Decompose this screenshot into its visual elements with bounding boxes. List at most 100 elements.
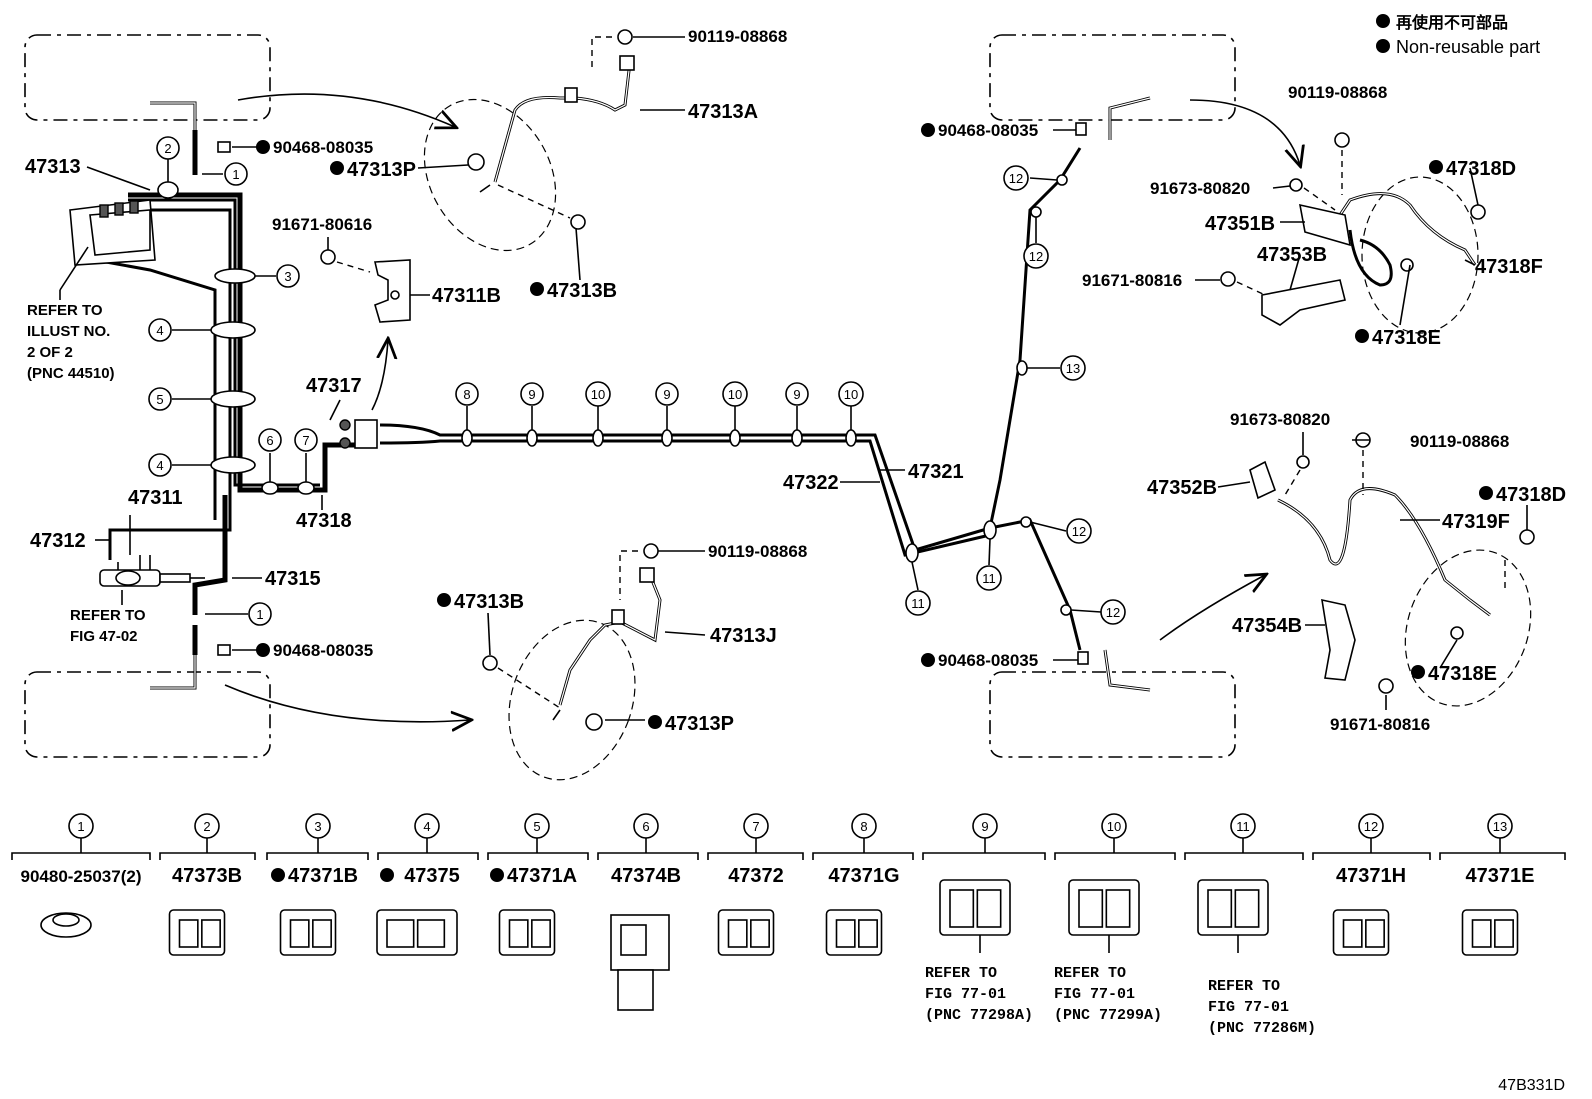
callout-9: 9	[655, 382, 679, 406]
callout-13: 13	[1060, 355, 1086, 381]
clip-number: 7	[752, 819, 759, 834]
clip-number: 12	[1364, 819, 1378, 834]
filled-dot-icon	[921, 123, 935, 137]
svg-text:6: 6	[266, 433, 273, 448]
rear-brake-tubes	[379, 147, 1082, 651]
master-cylinder	[99, 555, 205, 587]
filled-dot-icon	[271, 868, 285, 882]
clip-illustration	[279, 909, 337, 956]
svg-text:7: 7	[302, 433, 309, 448]
filled-dot-icon	[1376, 14, 1390, 28]
clip-number: 2	[203, 819, 210, 834]
clip-illustration	[610, 914, 670, 1011]
svg-text:13: 13	[1066, 361, 1080, 376]
clip-part-number: 47371B	[288, 865, 358, 887]
label-47313B: 47313B	[547, 280, 617, 302]
clip-illustration	[825, 909, 883, 956]
svg-text:12: 12	[1009, 171, 1023, 186]
clip-illustration	[717, 909, 775, 956]
label-90468-08035: 90468-08035	[938, 121, 1038, 140]
clip-number: 5	[533, 819, 540, 834]
front-left-outline	[24, 34, 271, 121]
clip-illustration	[1461, 909, 1519, 956]
filled-dot-icon	[256, 643, 270, 657]
svg-text:12: 12	[1029, 249, 1043, 264]
svg-text:10: 10	[844, 387, 858, 402]
callout-4: 4	[148, 318, 172, 342]
callout-2: 2	[156, 136, 180, 160]
svg-text:(PNC 44510): (PNC 44510)	[27, 365, 115, 382]
svg-text:4: 4	[156, 323, 163, 338]
callout-1: 1	[224, 162, 248, 186]
diagram-id: 47B331D	[1498, 1077, 1565, 1094]
callout-4: 4	[148, 453, 172, 477]
refer-note-illust: REFER TO ILLUST NO. 2 OF 2 (PNC 44510)	[27, 302, 115, 382]
svg-text:9: 9	[663, 387, 670, 402]
callout-12: 12	[1100, 599, 1126, 625]
label-47311: 47311	[128, 487, 183, 509]
label-47318: 47318	[296, 510, 352, 532]
rear-right-outline	[989, 671, 1236, 758]
clip-refer-line: FIG 77-01	[1208, 999, 1289, 1016]
callout-11: 11	[976, 565, 1002, 591]
clip-number: 3	[314, 819, 321, 834]
clip-legend: 190480-25037(2)247373B347371B44737554737…	[11, 813, 1566, 1037]
clip-illustration	[1332, 909, 1390, 956]
callout-1: 1	[248, 602, 272, 626]
callout-12: 12	[1066, 518, 1092, 544]
label-91671-80816: 91671-80816	[1082, 271, 1182, 290]
legend-en: Non-reusable part	[1396, 37, 1540, 57]
filled-dot-icon	[437, 593, 451, 607]
clip-part-number: 47371H	[1336, 865, 1406, 887]
label-47318D: 47318D	[1446, 158, 1516, 180]
svg-text:8: 8	[463, 387, 470, 402]
callout-10: 10	[838, 381, 864, 407]
clip-part-number: 47373B	[172, 865, 242, 887]
part-labels: 47313 90468-08035 90468-08035 90468-0803…	[25, 27, 1566, 735]
clip-number: 11	[1236, 819, 1250, 834]
filled-dot-icon	[1411, 665, 1425, 679]
svg-text:12: 12	[1106, 605, 1120, 620]
clip-number: 13	[1493, 819, 1507, 834]
callout-10: 10	[585, 381, 611, 407]
clip-number: 9	[981, 819, 988, 834]
front-right-outline	[989, 34, 1236, 121]
label-47319F: 47319F	[1442, 511, 1510, 533]
label-47322: 47322	[783, 472, 839, 494]
callout-9: 9	[785, 382, 809, 406]
clip-number: 1	[77, 819, 84, 834]
rear-left-hose-detail	[482, 543, 662, 781]
clip-illustration	[939, 879, 1011, 953]
label-47351B: 47351B	[1205, 213, 1275, 235]
clip-illustration	[168, 909, 226, 956]
label-47313B: 47313B	[454, 591, 524, 613]
rear-left-outline	[24, 671, 271, 758]
brake-line-bundle	[94, 130, 355, 655]
callout-12: 12	[1023, 243, 1049, 269]
label-90468-08035: 90468-08035	[273, 138, 373, 157]
label-90468-08035: 90468-08035	[938, 651, 1038, 670]
callout-6: 6	[258, 428, 282, 452]
clip-refer-line: (PNC 77286M)	[1208, 1020, 1316, 1037]
label-47321: 47321	[908, 461, 964, 483]
label-90119-08868: 90119-08868	[688, 27, 787, 46]
label-47318E: 47318E	[1372, 327, 1441, 349]
label-47315: 47315	[265, 568, 321, 590]
clip-refer-line: FIG 77-01	[925, 986, 1006, 1003]
svg-text:1: 1	[232, 167, 239, 182]
label-91673-80820: 91673-80820	[1230, 410, 1330, 429]
callout-7: 7	[294, 428, 318, 452]
label-47318E: 47318E	[1428, 663, 1497, 685]
callout-12: 12	[1003, 165, 1029, 191]
svg-text:2: 2	[164, 141, 171, 156]
clip-refer-line: REFER TO	[925, 965, 997, 982]
clip-refer-line: REFER TO	[1208, 978, 1280, 995]
label-91673-80820: 91673-80820	[1150, 179, 1250, 198]
filled-dot-icon	[256, 140, 270, 154]
label-91671-80616: 91671-80616	[272, 215, 372, 234]
